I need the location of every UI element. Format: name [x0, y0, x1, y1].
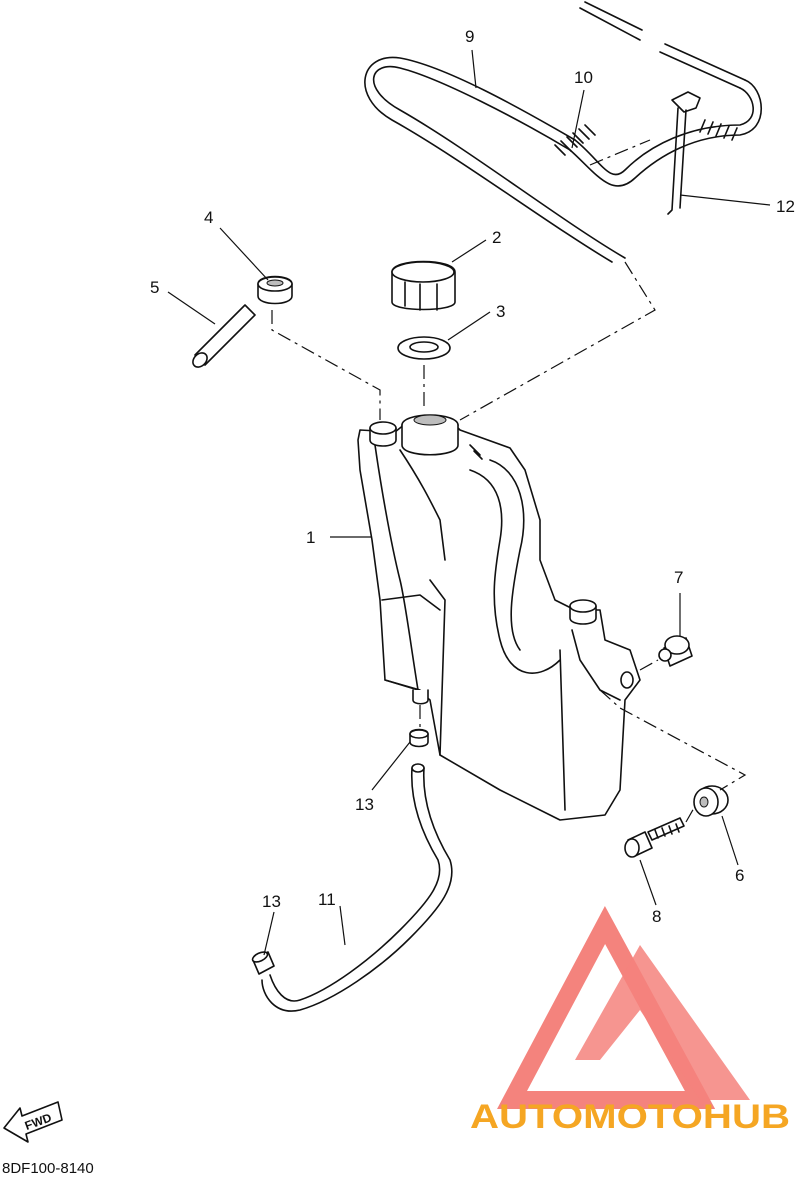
part-number-7: 7 [674, 568, 683, 587]
part-number-13-upper: 13 [355, 795, 374, 814]
assembly-line-hose9 [459, 261, 656, 421]
cap-2 [391, 260, 456, 311]
part-number-2: 2 [492, 228, 501, 247]
watermark-brand-text: AUTOMOTOHUB [470, 1098, 790, 1136]
fwd-arrow: FWD [3, 1101, 63, 1143]
watermark-logo: AUTOMOTOHUB [470, 905, 790, 1136]
collar-7 [658, 635, 693, 667]
clamp-12 [667, 91, 701, 215]
hose-11 [261, 763, 453, 1012]
clamp-13-upper [409, 728, 429, 748]
grommet-6 [693, 785, 729, 817]
part-number-9: 9 [465, 27, 474, 46]
assembly-line-bolt8 [685, 807, 695, 823]
tank-1 [357, 414, 641, 821]
cap-4 [257, 275, 293, 305]
drawing-code: 8DF100-8140 [2, 1160, 94, 1177]
assembly-line-collar [639, 659, 659, 671]
assembly-line-hose9-mid [589, 139, 651, 166]
clamp-13-lower [251, 951, 275, 975]
logo-triangle-inner [575, 945, 750, 1100]
part-number-11: 11 [318, 890, 336, 909]
assembly-line-cap4 [271, 310, 381, 420]
part-number-5: 5 [150, 278, 159, 297]
hose-9 [364, 1, 763, 263]
part-number-12: 12 [776, 197, 795, 216]
assembly-line-bolt [599, 689, 747, 791]
part-number-3: 3 [496, 302, 505, 321]
pipe-5 [192, 304, 256, 368]
part-number-13-lower: 13 [262, 892, 281, 911]
part-number-8: 8 [652, 907, 661, 926]
leader-lines [167, 49, 771, 956]
part-number-1: 1 [306, 528, 315, 547]
logo-triangle-hole [615, 1020, 665, 1055]
part-number-6: 6 [735, 866, 744, 885]
gasket-3 [397, 336, 451, 360]
part-number-4: 4 [204, 208, 213, 227]
bolt-8 [624, 817, 685, 858]
part-number-10: 10 [574, 68, 593, 87]
spring-10 [554, 119, 738, 156]
